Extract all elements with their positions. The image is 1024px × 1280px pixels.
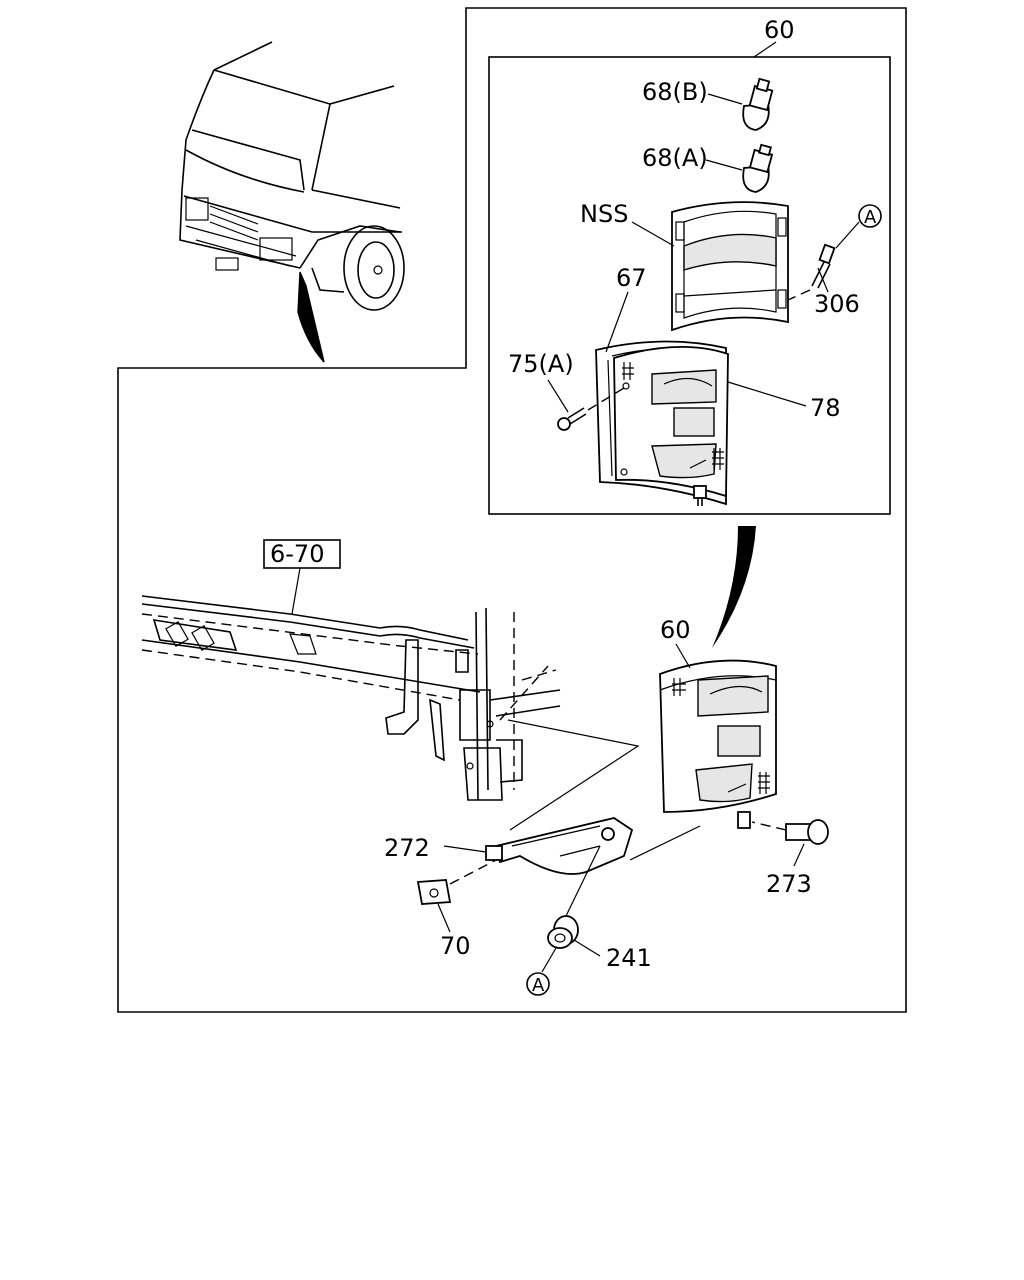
callout-306: 306 — [814, 290, 860, 318]
circle-a-top-label: A — [864, 207, 877, 228]
frame-rail — [141, 595, 481, 701]
lens-78 — [613, 345, 729, 506]
leader-272 — [443, 845, 487, 853]
bolt-273 — [751, 819, 829, 845]
circle-a-top — [858, 204, 882, 228]
leader-75a — [547, 379, 569, 413]
screw-306 — [787, 243, 836, 301]
leader-67 — [605, 291, 629, 353]
callout-272: 272 — [384, 834, 430, 862]
callout-273: 273 — [766, 870, 812, 898]
callout-60-top: 60 — [764, 16, 795, 44]
direction-arrow — [712, 526, 756, 648]
ref-6-70: 6-70 — [270, 540, 324, 568]
extension-line-upper — [507, 719, 640, 831]
leader-6-70 — [291, 567, 301, 615]
callout-68a: 68(A) — [642, 144, 708, 172]
circle-a-bottom — [526, 972, 550, 996]
leader-nss — [631, 221, 675, 247]
exploded-view-frame — [488, 56, 891, 515]
extension-line-lower — [629, 825, 701, 861]
truck-locator-illustration — [179, 41, 405, 363]
main-frame — [117, 7, 907, 1013]
bulb-68b — [742, 77, 774, 131]
callout-nss: NSS — [580, 200, 628, 228]
leader-241 — [573, 939, 601, 957]
callout-75a: 75(A) — [508, 350, 574, 378]
callout-241: 241 — [606, 944, 652, 972]
leader-78 — [727, 381, 807, 407]
callout-70: 70 — [440, 932, 471, 960]
nut-70 — [416, 859, 497, 905]
callout-60-bottom: 60 — [660, 616, 691, 644]
callout-68b: 68(B) — [642, 78, 708, 106]
ref-box-6-70 — [263, 539, 341, 569]
leader-60-top — [753, 41, 777, 58]
lamp-assembly-60 — [659, 659, 777, 829]
lamp-body-nss — [671, 201, 789, 332]
callout-78: 78 — [810, 394, 841, 422]
grommet-241 — [547, 845, 601, 949]
leader-306 — [817, 267, 829, 293]
leader-68b — [707, 93, 743, 105]
screw-75a — [557, 382, 630, 431]
callout-67: 67 — [616, 264, 647, 292]
leader-60-bottom — [675, 643, 691, 669]
bulb-68a — [742, 143, 774, 193]
leader-70 — [437, 903, 451, 933]
bracket-272 — [485, 817, 634, 875]
leader-273 — [793, 843, 805, 867]
circle-a-bottom-label: A — [532, 975, 545, 996]
bracket-structure — [385, 607, 561, 801]
leader-68a — [705, 159, 743, 171]
